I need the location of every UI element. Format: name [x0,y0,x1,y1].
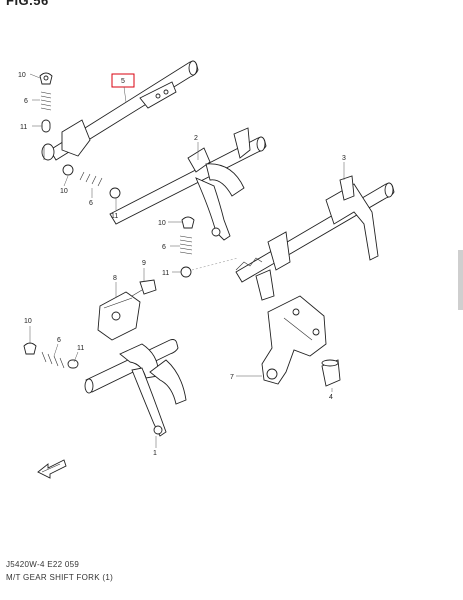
callout-1: 1 [153,450,157,457]
callout-10c: 10 [158,220,166,227]
fastener-stack-a [39,72,53,133]
interlock-block-8 [97,291,141,341]
callout-11b: 11 [111,213,118,220]
shift-shaft-2 [109,127,267,241]
callout-11a: 11 [20,124,27,131]
bolt-9 [131,279,157,297]
callout-6b: 6 [89,200,93,207]
callout-6a: 6 [24,98,28,105]
fastener-stack-c [179,216,195,278]
diagram-caption: M/T GEAR SHIFT FORK (1) [6,573,114,582]
scan-edge-shade [458,250,463,310]
callout-8: 8 [113,275,117,282]
fastener-stack-b [62,164,121,199]
callout-9: 9 [142,260,146,267]
callout-6c: 6 [162,244,166,251]
fastener-stack-d [23,342,79,369]
front-direction-arrow-icon [37,459,67,479]
shift-shaft-1 [84,339,187,437]
callout-2: 2 [194,135,198,142]
drawing-code: J5420W-4 E22 059 [6,560,80,569]
callout-7: 7 [230,374,234,381]
shift-shaft-3 [235,175,395,301]
callout-5-highlight-box [111,73,135,88]
figure-title: FIG.56 [6,0,49,8]
callout-3: 3 [342,155,346,162]
callout-10b: 10 [60,188,68,195]
shift-shaft-5 [41,60,199,161]
callout-11d: 11 [77,345,84,352]
callout-5: 5 [121,78,125,85]
callout-10a: 10 [18,72,26,79]
callout-11c: 11 [162,270,169,277]
callout-4: 4 [329,394,333,401]
guide-pin-4 [321,359,341,387]
callout-10d: 10 [24,318,32,325]
shift-fork-7 [261,295,327,385]
callout-6d: 6 [57,337,61,344]
